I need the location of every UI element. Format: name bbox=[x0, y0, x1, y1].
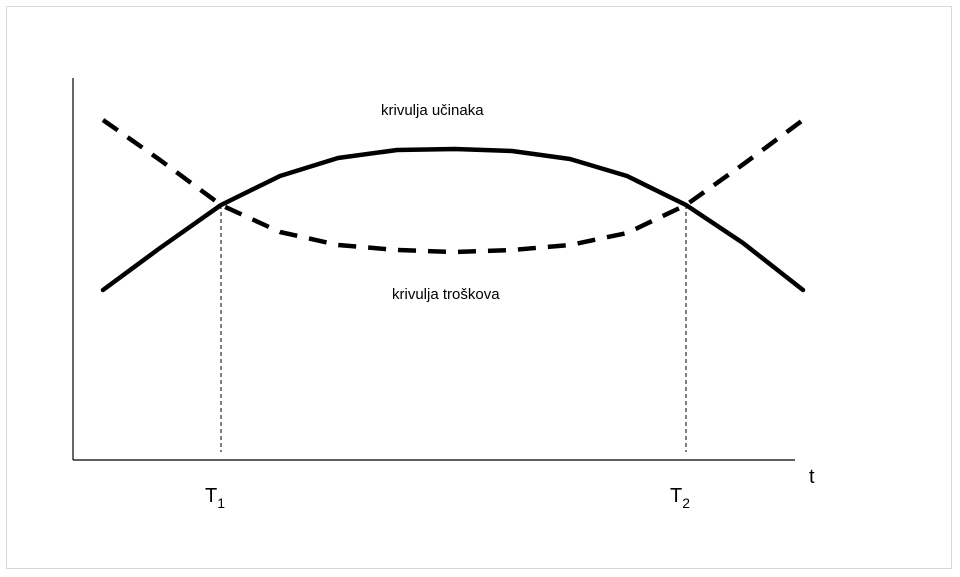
t2-label-sub: 2 bbox=[682, 495, 690, 511]
figure-frame bbox=[6, 6, 952, 569]
cost-curve bbox=[101, 118, 805, 255]
t1-label: T1 bbox=[205, 485, 225, 511]
t1-label-base: T bbox=[205, 485, 217, 507]
t2-label: T2 bbox=[670, 485, 690, 511]
t2-label-base: T bbox=[670, 485, 682, 507]
t-axis-label: t bbox=[809, 466, 815, 488]
t1-label-sub: 1 bbox=[217, 495, 225, 511]
cost-curve-label: krivulja troškova bbox=[392, 286, 500, 303]
benefit-curve-label: krivulja učinaka bbox=[381, 102, 484, 119]
benefit-curve bbox=[100, 146, 806, 293]
